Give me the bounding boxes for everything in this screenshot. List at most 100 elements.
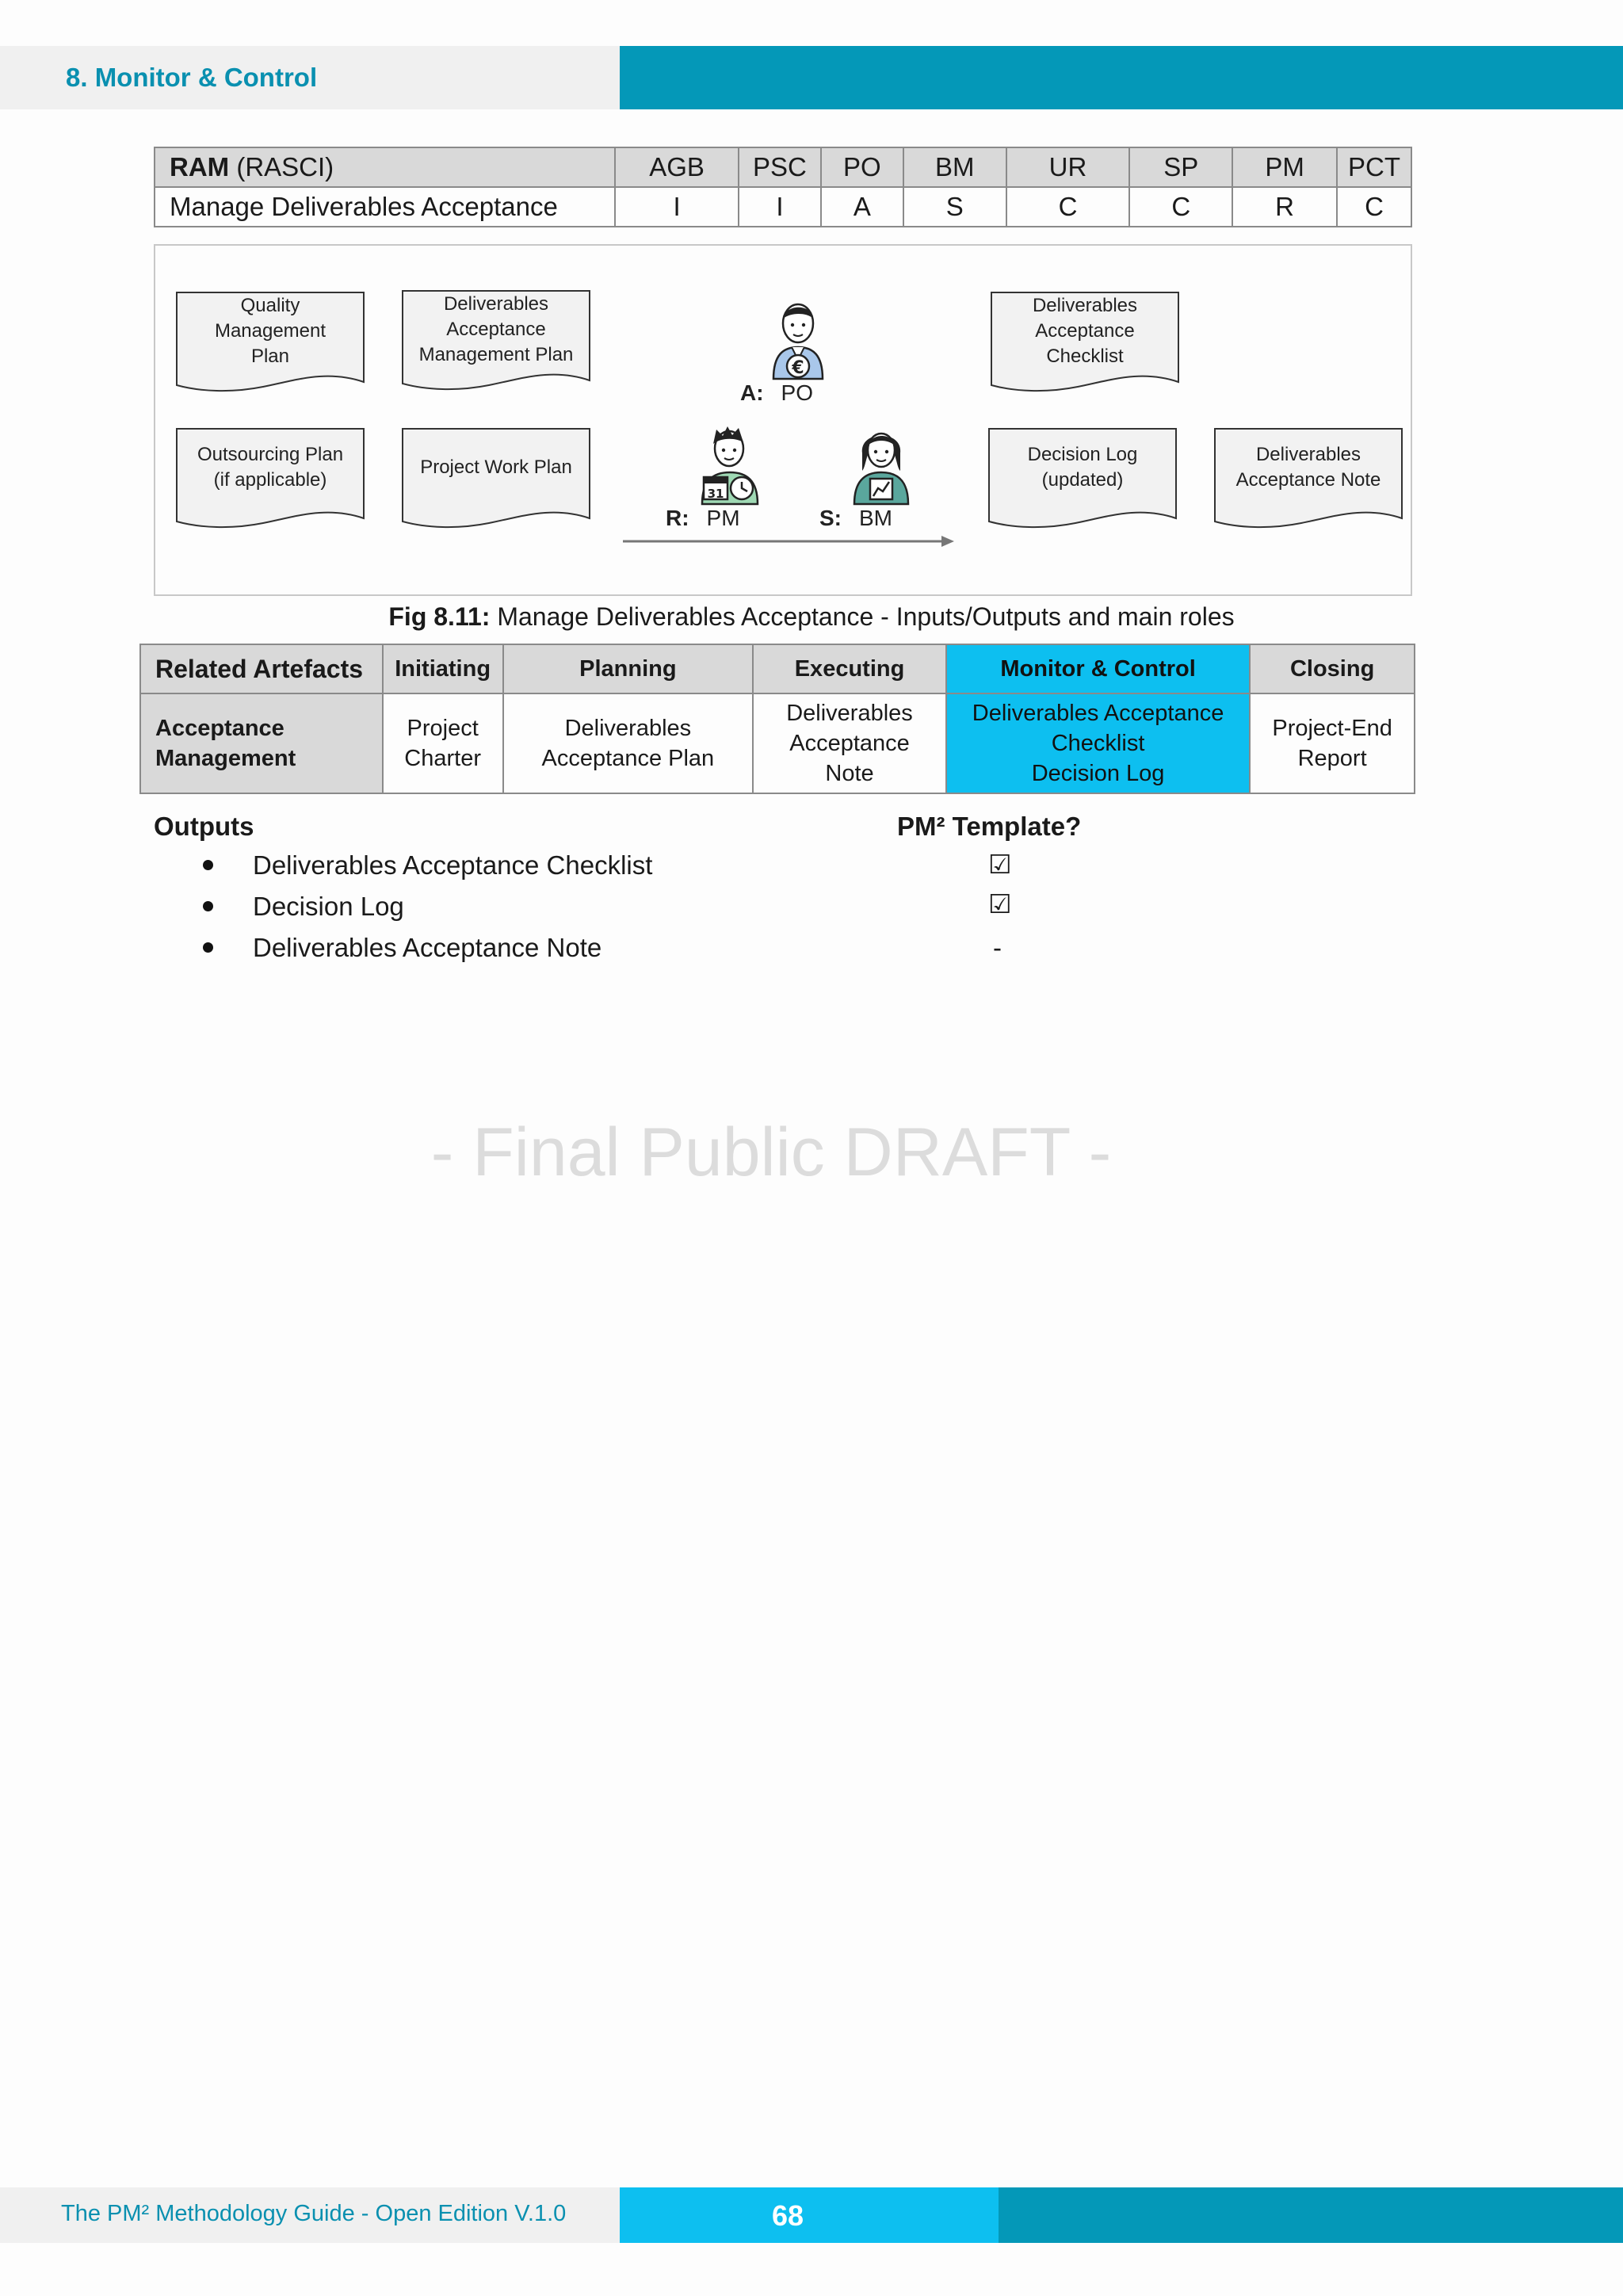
artefacts-col-header: Executing: [752, 644, 947, 694]
page-footer: The PM² Methodology Guide - Open Edition…: [0, 2187, 1623, 2243]
document-icon: [991, 292, 1179, 392]
ram-label-rest: (RASCI): [229, 152, 334, 181]
person-po-icon: €: [772, 303, 824, 380]
caption-text: Manage Deliverables Acceptance - Inputs/…: [490, 602, 1235, 631]
artefacts-row-label: Acceptance Management: [139, 693, 384, 794]
doc-label: Deliverables Acceptance Note: [1235, 444, 1381, 491]
footer-right-band: [999, 2187, 1623, 2243]
ram-role: UR: [1005, 147, 1131, 188]
role-supportive: S: BM: [819, 506, 892, 531]
document-icon: [1214, 428, 1403, 529]
section-title: 8. Monitor & Control: [66, 63, 318, 92]
output-doc-note: Deliverables Acceptance Note: [1214, 428, 1403, 529]
output-label: Decision Log: [253, 892, 404, 921]
ram-header-row: RAM (RASCI) AGB PSC PO BM UR SP PM PCT: [153, 147, 1412, 188]
header-left-band: [0, 46, 620, 109]
ram-value: C: [1336, 186, 1412, 227]
input-doc-quality-plan: Quality Management Plan: [176, 292, 365, 393]
artefacts-cell-active: Deliverables Acceptance Checklist Decisi…: [945, 693, 1251, 794]
calendar-day: 31: [708, 487, 724, 501]
template-none: -: [993, 933, 1002, 962]
ram-role: AGB: [614, 147, 739, 188]
draft-watermark: - Final Public DRAFT -: [430, 1114, 1112, 1190]
person-pm-icon: 31: [701, 426, 759, 506]
header-right-band: [620, 46, 1623, 109]
ram-role: PSC: [737, 147, 822, 188]
template-check-icon: ☑: [988, 889, 1012, 919]
ram-activity-row: Manage Deliverables Acceptance I I A S C…: [153, 186, 1412, 227]
footer-left-band: [0, 2187, 620, 2243]
artefacts-col-header: Initiating: [381, 644, 504, 694]
document-icon: [402, 428, 590, 529]
ram-label-bold: RAM: [170, 152, 230, 181]
doc-label: Deliverables Acceptance Checklist: [1032, 295, 1138, 367]
output-label: Deliverables Acceptance Note: [253, 933, 602, 962]
ram-value: I: [614, 186, 739, 227]
person-bm-icon: [853, 432, 910, 506]
page-number: 68: [771, 2199, 804, 2232]
svg-text:€: €: [791, 358, 804, 378]
role-key: S:: [819, 506, 842, 530]
output-item: Deliverables Acceptance Checklist: [203, 850, 652, 881]
input-doc-pwp: Project Work Plan: [402, 428, 590, 529]
caption-bold: Fig 8.11:: [388, 602, 491, 631]
output-label: Deliverables Acceptance Checklist: [253, 850, 653, 880]
figure-caption: Fig 8.11: Manage Deliverables Acceptance…: [0, 602, 1623, 632]
artefacts-row: Acceptance Management Project Charter De…: [139, 693, 1415, 794]
document-icon: [402, 290, 590, 391]
footer-page-band: [620, 2187, 999, 2243]
ram-activity: Manage Deliverables Acceptance: [153, 186, 617, 227]
process-figure: Quality Management Plan Deliverables Acc…: [154, 244, 1412, 596]
artefacts-col-header: Closing: [1249, 644, 1415, 694]
artefacts-col-header: Related Artefacts: [139, 644, 384, 694]
outputs-heading: Outputs: [154, 812, 254, 841]
bullet-icon: [203, 859, 213, 870]
document-icon: [988, 428, 1177, 529]
role-value: PM: [706, 506, 740, 530]
role-accountable: A: PO: [740, 380, 813, 406]
page-header: 8. Monitor & Control: [0, 46, 1623, 109]
output-item: Deliverables Acceptance Note: [203, 933, 601, 963]
input-doc-outsourcing: Outsourcing Plan (if applicable): [176, 428, 365, 529]
ram-role: PCT: [1336, 147, 1412, 188]
ram-role: BM: [902, 147, 1007, 188]
role-key: A:: [740, 380, 764, 405]
ram-value: C: [1128, 186, 1234, 227]
ram-table: RAM (RASCI) AGB PSC PO BM UR SP PM PCT M…: [153, 147, 1412, 227]
output-doc-checklist: Deliverables Acceptance Checklist: [991, 292, 1179, 393]
artefacts-cell: Deliverables Acceptance Plan: [502, 693, 754, 794]
ram-value: I: [737, 186, 822, 227]
ram-role: SP: [1128, 147, 1234, 188]
ram-value: A: [819, 186, 904, 227]
doc-label: Quality Management Plan: [214, 295, 327, 367]
ram-role: PO: [819, 147, 904, 188]
bullet-icon: [203, 942, 213, 953]
role-value: BM: [859, 506, 892, 530]
output-doc-decision-log: Decision Log (updated): [988, 428, 1177, 529]
document-icon: [176, 428, 365, 529]
role-value: PO: [781, 380, 814, 405]
ram-value: R: [1232, 186, 1338, 227]
role-responsible: R: PM: [666, 506, 740, 531]
doc-label: Outsourcing Plan (if applicable): [197, 444, 344, 491]
template-heading: PM² Template?: [897, 812, 1082, 841]
artefacts-cell: Project Charter: [381, 693, 504, 794]
ram-label: RAM (RASCI): [153, 147, 617, 188]
flow-arrow-icon: [623, 536, 954, 547]
doc-label: Decision Log (updated): [1027, 444, 1138, 491]
footer-guide-title: The PM² Methodology Guide - Open Edition…: [61, 2201, 567, 2226]
role-key: R:: [666, 506, 689, 530]
doc-label: Project Work Plan: [420, 457, 572, 478]
artefacts-col-header: Planning: [502, 644, 754, 694]
template-check-icon: ☑: [988, 850, 1012, 879]
input-doc-dam-plan: Deliverables Acceptance Management Plan: [402, 290, 590, 392]
artefacts-header-row: Related Artefacts Initiating Planning Ex…: [139, 644, 1415, 694]
artefacts-cell: Deliverables Acceptance Note: [752, 693, 947, 794]
ram-value: S: [902, 186, 1007, 227]
artefacts-cell: Project-End Report: [1249, 693, 1415, 794]
artefacts-col-header-active: Monitor & Control: [945, 644, 1251, 694]
ram-value: C: [1005, 186, 1131, 227]
document-icon: [176, 292, 365, 392]
ram-role: PM: [1232, 147, 1338, 188]
output-item: Decision Log: [203, 892, 404, 922]
